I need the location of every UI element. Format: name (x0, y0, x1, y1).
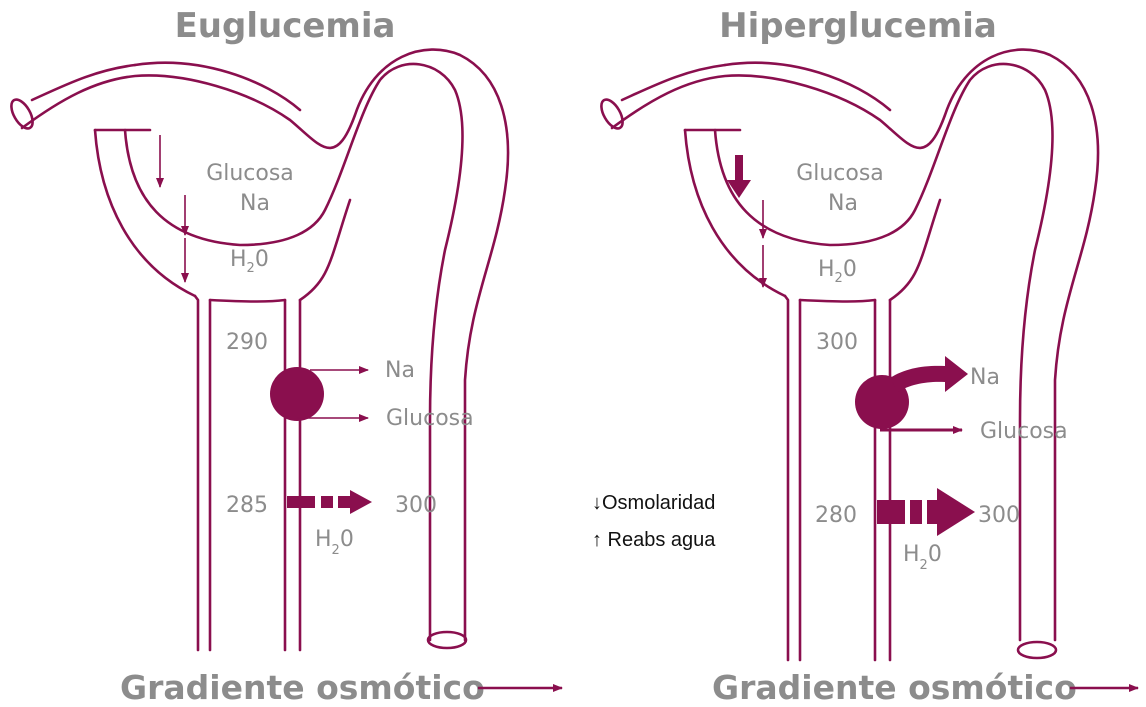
glucosa-label: Glucosa (796, 161, 884, 186)
gradient-label: Gradiente osmótico (120, 668, 485, 707)
panel-hiperglucemia: Hiperglucemia Glucosa Na H20 300 (592, 6, 1138, 707)
h2o-bottom-label: H20 (315, 527, 354, 558)
osmolarity-target: 300 (395, 493, 437, 518)
osmolarity-lower: 285 (226, 493, 268, 518)
h2o-label: H20 (818, 257, 857, 286)
na-side-label: Na (970, 365, 1000, 390)
panel-euglucemia: Euglucemia (7, 6, 562, 707)
osmolarity-upper: 300 (816, 330, 858, 355)
osmolarity-upper: 290 (226, 330, 268, 355)
na-label: Na (828, 191, 858, 216)
osmolarity-target: 300 (978, 503, 1020, 528)
na-transport-arrow (890, 356, 968, 392)
glucosa-label: Glucosa (206, 161, 294, 186)
na-label: Na (240, 191, 270, 216)
glucosa-side-label: Glucosa (386, 406, 474, 431)
transporter-circle (270, 367, 324, 421)
reabs-agua-note: ↑ Reabs agua (592, 529, 716, 551)
h2o-label: H20 (230, 247, 269, 276)
glucosa-side-label: Glucosa (980, 419, 1068, 444)
h2o-bottom-label: H20 (903, 542, 942, 573)
panel-title: Hiperglucemia (719, 6, 997, 46)
panel-title: Euglucemia (175, 6, 396, 46)
water-flow-arrow (877, 488, 975, 536)
osmolarity-lower: 280 (815, 503, 857, 528)
gradient-label: Gradiente osmótico (712, 668, 1077, 707)
osmolaridad-note: ↓Osmolaridad (592, 492, 715, 514)
na-side-label: Na (385, 358, 415, 383)
